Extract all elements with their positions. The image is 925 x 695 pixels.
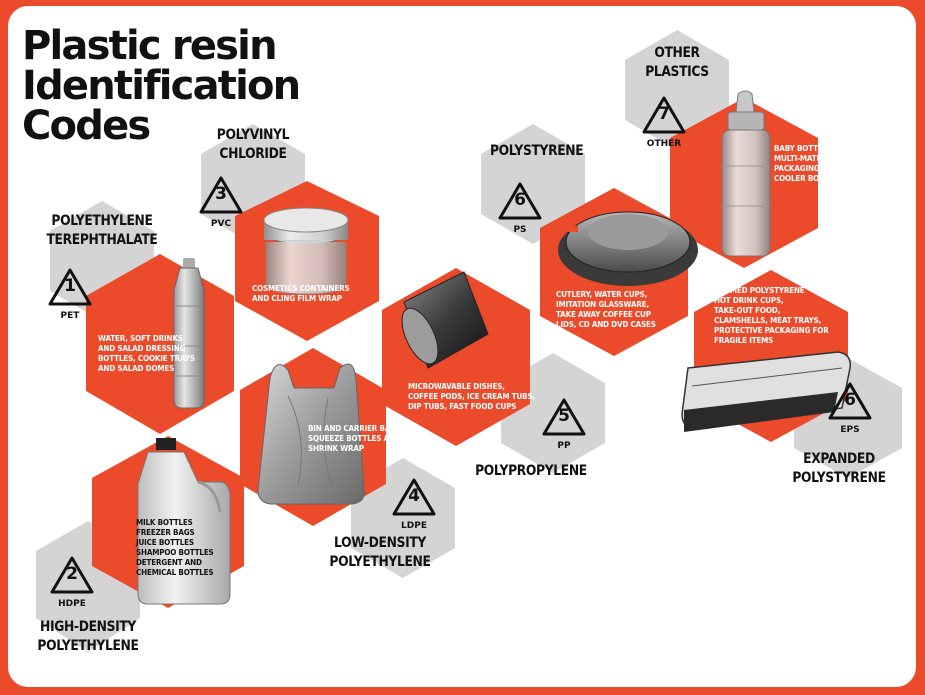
recycle-symbol-4: 4 LDPE (390, 476, 438, 531)
cosmetics-jar-image (263, 207, 349, 295)
eps-name: EXPANDED POLYSTYRENE (792, 451, 886, 486)
recycle-icon (828, 382, 872, 420)
ps-uses: CUTLERY, WATER CUPS, IMITATION GLASSWARE… (556, 290, 656, 329)
title-line-3: Codes (22, 103, 151, 149)
pp-uses: MICROWAVABLE DISHES, COFFEE PODS, ICE CR… (408, 382, 535, 411)
ldpe-uses: BIN AND CARRIER BAGS, SQUEEZE BOTTLES AN… (308, 424, 404, 453)
recycle-icon (199, 176, 243, 214)
recycle-symbol-5: 5 PP (540, 396, 588, 451)
title-line-2: Identification (22, 63, 301, 109)
coffee-pod-image (401, 271, 489, 369)
pvc-name: POLYVINYL CHLORIDE (216, 127, 290, 162)
infographic-panel: Plastic resin Identification Codes POLYE… (8, 6, 916, 687)
recycle-icon (50, 556, 94, 594)
foam-tray-image (681, 351, 851, 432)
milk-jug-image (137, 438, 231, 605)
recycle-icon (392, 478, 436, 516)
water-bottle-image (173, 258, 205, 409)
recycle-icon (642, 96, 686, 134)
grey-hex-ps (481, 124, 585, 244)
recycle-icon (542, 398, 586, 436)
pet-name: POLYETHYLENE TEREPHTHALATE (46, 213, 158, 248)
ps-name: POLYSTYRENE (490, 143, 584, 159)
baby-bottle-image (721, 90, 771, 257)
pp-name: POLYPROPYLENE (475, 463, 587, 479)
pvc-uses: COSMETICS CONTAINERS AND CLING FILM WRAP (252, 284, 350, 303)
recycle-icon (48, 268, 92, 306)
pet-uses: WATER, SOFT DRINKS AND SALAD DRESSING BO… (98, 334, 195, 373)
recycle-icon (498, 182, 542, 220)
recycle-symbol-3: 3 PVC (197, 174, 245, 229)
ldpe-name: LOW-DENSITY POLYETHYLENE (329, 535, 431, 570)
title-line-1: Plastic resin (22, 23, 278, 69)
plastic-bag-image (257, 363, 365, 505)
cup-lid-image (558, 211, 698, 286)
recycle-symbol-7: 7 OTHER (640, 94, 688, 149)
other-uses: BABY BOTTLES, MULTI-MATERIAL PACKAGING, … (774, 144, 852, 183)
eps-uses: FOAMED POLYSTYRENE HOT DRINK CUPS, TAKE-… (714, 286, 829, 345)
recycle-symbol-eps: 6 EPS (826, 380, 874, 435)
other-name: OTHER PLASTICS (645, 45, 709, 80)
recycle-symbol-6: 6 PS (496, 180, 544, 235)
hdpe-uses: MILK BOTTLES FREEZER BAGS JUICE BOTTLES … (136, 518, 214, 577)
recycle-symbol-2: 2 HDPE (48, 554, 96, 609)
hdpe-name: HIGH-DENSITY POLYETHYLENE (37, 619, 139, 654)
recycle-symbol-1: 1 PET (46, 266, 94, 321)
